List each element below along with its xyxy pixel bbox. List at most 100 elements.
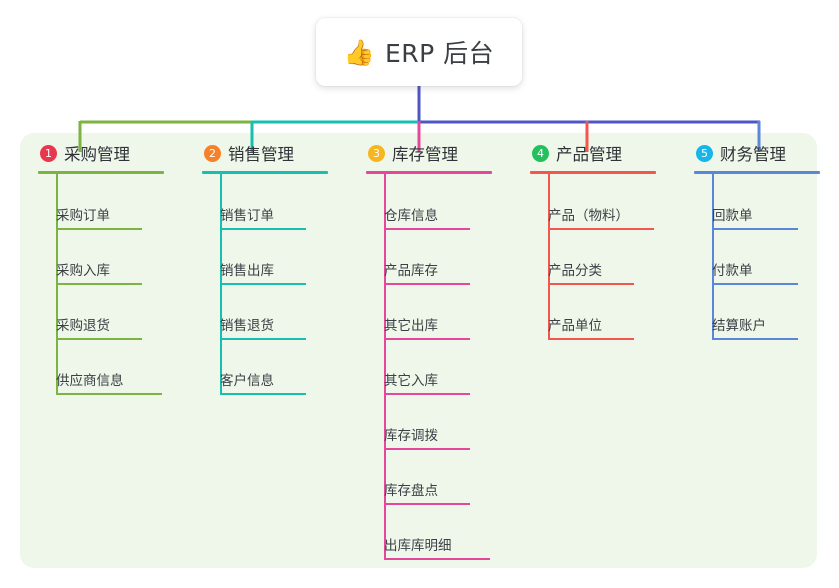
- list-item[interactable]: 采购订单: [20, 187, 184, 242]
- column-badge-1: 1: [40, 144, 57, 162]
- list-item[interactable]: 其它入库: [348, 352, 512, 407]
- column-badge-4: 4: [532, 144, 549, 162]
- column-rule-5: [694, 171, 820, 174]
- column-trunk-5: [712, 173, 714, 339]
- list-item[interactable]: 销售退货: [184, 297, 348, 352]
- column-title-1: 采购管理: [64, 145, 130, 164]
- column-trunk-4: [548, 173, 550, 339]
- column-rule-1: [38, 171, 164, 174]
- list-item[interactable]: 采购退货: [20, 297, 184, 352]
- item-rule: [220, 283, 306, 285]
- column-rule-4: [530, 171, 656, 174]
- thumbs-up-icon: 👍: [343, 37, 375, 67]
- item-rule: [548, 283, 634, 285]
- column-procurement: 1 采购管理 采购订单 采购入库 采购退货 供应商信息: [20, 133, 184, 568]
- column-header-1[interactable]: 1 采购管理: [20, 133, 184, 173]
- item-label: 回款单: [712, 208, 753, 224]
- list-item[interactable]: 供应商信息: [20, 352, 184, 407]
- item-rule: [548, 228, 654, 230]
- item-rule: [56, 228, 142, 230]
- item-label: 采购退货: [56, 318, 110, 334]
- item-label: 产品分类: [548, 263, 602, 279]
- list-item[interactable]: 产品分类: [512, 242, 676, 297]
- content-panel: [20, 133, 817, 568]
- column-badge-5: 5: [696, 144, 713, 162]
- list-item[interactable]: 仓库信息: [348, 187, 512, 242]
- item-rule: [56, 393, 162, 395]
- item-rule: [384, 503, 470, 505]
- item-rule: [384, 393, 470, 395]
- item-rule: [220, 228, 306, 230]
- item-label: 库存调拨: [384, 428, 438, 444]
- item-label: 采购入库: [56, 263, 110, 279]
- list-item[interactable]: 采购入库: [20, 242, 184, 297]
- column-items-4: 产品（物料） 产品分类 产品单位: [512, 173, 676, 352]
- column-title-2: 销售管理: [228, 145, 294, 164]
- column-items-1: 采购订单 采购入库 采购退货 供应商信息: [20, 173, 184, 407]
- item-label: 出库库明细: [384, 538, 452, 554]
- column-header-4[interactable]: 4 产品管理: [512, 133, 676, 173]
- column-title-3: 库存管理: [392, 145, 458, 164]
- item-rule: [220, 393, 306, 395]
- item-rule: [56, 283, 142, 285]
- list-item[interactable]: 库存调拨: [348, 407, 512, 462]
- list-item[interactable]: 产品单位: [512, 297, 676, 352]
- list-item[interactable]: 销售出库: [184, 242, 348, 297]
- list-item[interactable]: 回款单: [676, 187, 839, 242]
- column-items-3: 仓库信息 产品库存 其它出库 其它入库 库存调拨: [348, 173, 512, 572]
- item-label: 库存盘点: [384, 483, 438, 499]
- list-item[interactable]: 产品（物料）: [512, 187, 676, 242]
- item-rule: [220, 338, 306, 340]
- column-badge-2: 2: [204, 144, 221, 162]
- list-item[interactable]: 结算账户: [676, 297, 839, 352]
- item-label: 结算账户: [712, 318, 766, 334]
- list-item[interactable]: 产品库存: [348, 242, 512, 297]
- item-rule: [712, 228, 798, 230]
- item-rule: [384, 228, 470, 230]
- list-item[interactable]: 其它出库: [348, 297, 512, 352]
- item-rule: [384, 283, 470, 285]
- item-rule: [548, 338, 634, 340]
- list-item[interactable]: 付款单: [676, 242, 839, 297]
- item-label: 产品单位: [548, 318, 602, 334]
- list-item[interactable]: 库存盘点: [348, 462, 512, 517]
- root-node-erp-backend[interactable]: 👍 ERP 后台: [316, 18, 522, 86]
- column-sales: 2 销售管理 销售订单 销售出库 销售退货 客户信息: [184, 133, 348, 568]
- column-items-2: 销售订单 销售出库 销售退货 客户信息: [184, 173, 348, 407]
- column-items-5: 回款单 付款单 结算账户: [676, 173, 839, 352]
- column-product: 4 产品管理 产品（物料） 产品分类 产品单位: [512, 133, 676, 568]
- column-inventory: 3 库存管理 仓库信息 产品库存 其它出库 其它入库: [348, 133, 512, 568]
- item-rule: [384, 338, 470, 340]
- item-label: 采购订单: [56, 208, 110, 224]
- item-label: 仓库信息: [384, 208, 438, 224]
- item-label: 产品库存: [384, 263, 438, 279]
- list-item[interactable]: 销售订单: [184, 187, 348, 242]
- root-node-title: ERP 后台: [384, 39, 495, 68]
- item-label: 销售出库: [220, 263, 274, 279]
- item-rule: [712, 338, 798, 340]
- list-item[interactable]: 出库库明细: [348, 517, 512, 572]
- column-finance: 5 财务管理 回款单 付款单 结算账户: [676, 133, 839, 568]
- column-header-2[interactable]: 2 销售管理: [184, 133, 348, 173]
- item-rule: [384, 558, 490, 560]
- item-label: 销售退货: [220, 318, 274, 334]
- column-title-5: 财务管理: [720, 145, 786, 164]
- column-header-5[interactable]: 5 财务管理: [676, 133, 839, 173]
- column-badge-3: 3: [368, 144, 385, 162]
- column-header-3[interactable]: 3 库存管理: [348, 133, 512, 173]
- column-title-4: 产品管理: [556, 145, 622, 164]
- list-item[interactable]: 客户信息: [184, 352, 348, 407]
- column-trunk-3: [384, 173, 386, 559]
- columns-container: 1 采购管理 采购订单 采购入库 采购退货 供应商信息: [20, 133, 820, 568]
- item-label: 销售订单: [220, 208, 274, 224]
- column-rule-2: [202, 171, 328, 174]
- item-rule: [712, 283, 798, 285]
- item-rule: [56, 338, 142, 340]
- item-label: 供应商信息: [56, 373, 124, 389]
- item-rule: [384, 448, 470, 450]
- item-label: 付款单: [712, 263, 753, 279]
- item-label: 其它入库: [384, 373, 438, 389]
- item-label: 其它出库: [384, 318, 438, 334]
- item-label: 客户信息: [220, 373, 274, 389]
